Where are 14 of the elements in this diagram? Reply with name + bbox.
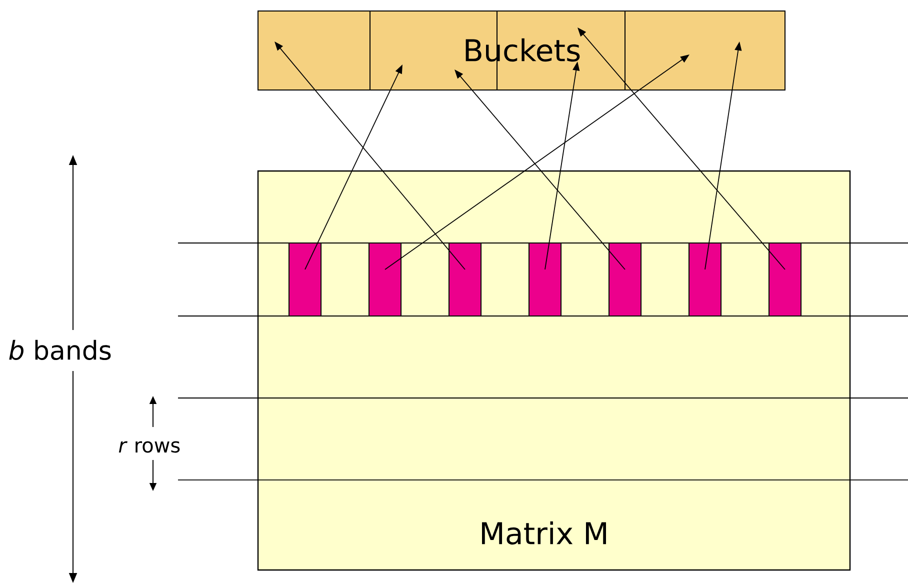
hash-bar bbox=[368, 242, 402, 316]
dimension-label: r rows bbox=[118, 441, 180, 453]
arrow bbox=[454, 70, 626, 270]
hash-bar bbox=[688, 242, 722, 316]
hash-bar bbox=[768, 242, 802, 316]
matrix-box: Matrix M bbox=[257, 170, 851, 571]
hash-bar bbox=[448, 242, 482, 316]
bucket-cell bbox=[624, 10, 786, 90]
hash-bar bbox=[608, 242, 642, 316]
arrow bbox=[578, 28, 786, 270]
bucket-cell bbox=[258, 10, 370, 90]
hash-bar bbox=[288, 242, 322, 316]
dimension-label: b bands bbox=[9, 340, 111, 360]
hash-bar bbox=[528, 242, 562, 316]
